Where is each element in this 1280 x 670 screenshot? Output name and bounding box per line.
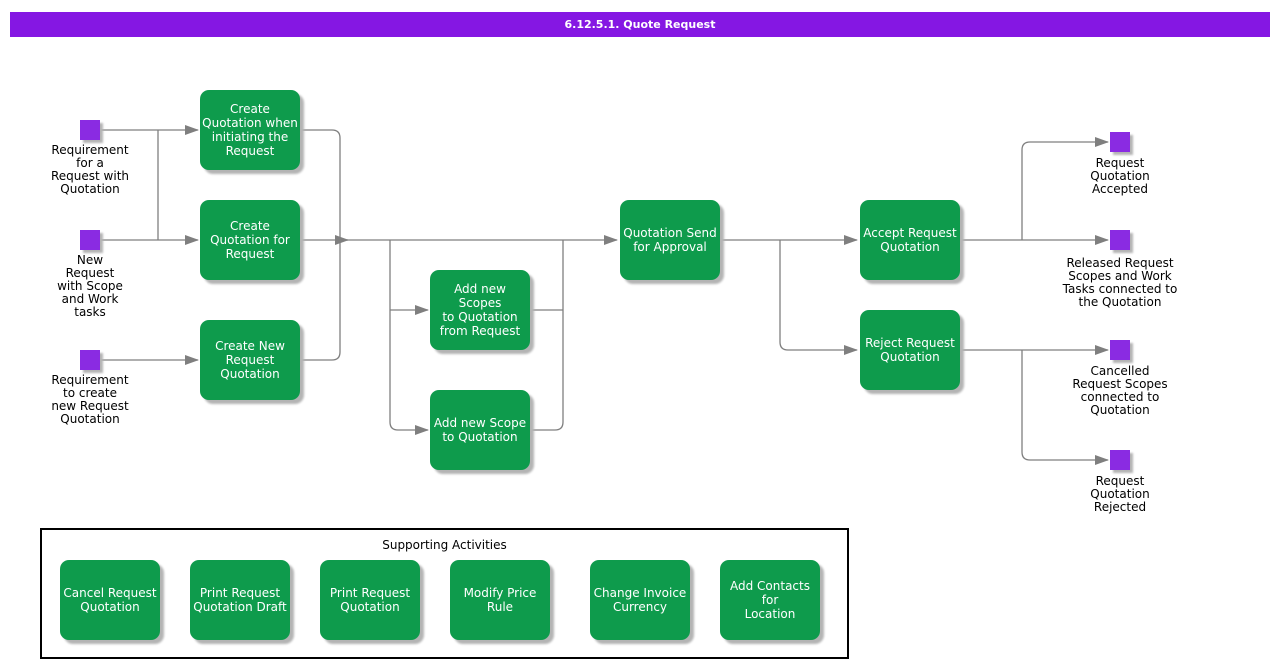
process-label: Create New Request Quotation (215, 339, 285, 381)
diagram-title-bar: 6.12.5.1. Quote Request (10, 12, 1270, 37)
event-label-request-quotation-accepted: Request Quotation Accepted (1090, 156, 1150, 196)
process-label: Quotation Send for Approval (623, 226, 717, 254)
process-label: Cancel Request Quotation (63, 586, 157, 614)
process-create-quotation-for-request[interactable]: Create Quotation for Request (200, 200, 300, 280)
event-released-request-scopes-and-work-tasks[interactable] (1110, 230, 1130, 250)
process-print-request-quotation[interactable]: Print Request Quotation (320, 560, 420, 640)
process-label: Add new Scopes to Quotation from Request (439, 282, 521, 338)
process-quotation-send-for-approval[interactable]: Quotation Send for Approval (620, 200, 720, 280)
event-label-cancelled-request-scopes-connected-to-quotation: Cancelled Request Scopes connected to Qu… (1072, 364, 1168, 417)
supporting-activities-title: Supporting Activities (382, 538, 507, 552)
event-label-requirement-for-a-request-with-quotation: Requirement for a Request with Quotation (50, 143, 130, 196)
process-label: Print Request Quotation Draft (193, 586, 287, 614)
event-label-request-quotation-rejected: Request Quotation Rejected (1090, 474, 1150, 514)
event-label-new-request-with-scope-and-work-tasks: New Request with Scope and Work tasks (57, 253, 123, 319)
process-create-quotation-when-initiating-request[interactable]: Create Quotation when initiating the Req… (200, 90, 300, 170)
process-label: Create Quotation when initiating the Req… (202, 102, 298, 158)
process-label: Print Request Quotation (329, 586, 411, 614)
process-label: Change Invoice Currency (593, 586, 687, 614)
process-add-contacts-for-location[interactable]: Add Contacts for Location (720, 560, 820, 640)
process-add-new-scope-to-quotation[interactable]: Add new Scope to Quotation (430, 390, 530, 470)
event-label-requirement-to-create-new-request-quotation: Requirement to create new Request Quotat… (51, 373, 129, 426)
event-cancelled-request-scopes-connected-to-quotation[interactable] (1110, 340, 1130, 360)
process-create-new-request-quotation[interactable]: Create New Request Quotation (200, 320, 300, 400)
process-label: Add Contacts for Location (730, 579, 810, 621)
event-request-quotation-rejected[interactable] (1110, 450, 1130, 470)
process-add-new-scopes-to-quotation-from-request[interactable]: Add new Scopes to Quotation from Request (430, 270, 530, 350)
process-label: Accept Request Quotation (863, 226, 957, 254)
process-change-invoice-currency[interactable]: Change Invoice Currency (590, 560, 690, 640)
process-accept-request-quotation[interactable]: Accept Request Quotation (860, 200, 960, 280)
process-print-request-quotation-draft[interactable]: Print Request Quotation Draft (190, 560, 290, 640)
process-cancel-request-quotation[interactable]: Cancel Request Quotation (60, 560, 160, 640)
process-modify-price-rule[interactable]: Modify Price Rule (450, 560, 550, 640)
supporting-activities-frame (40, 528, 849, 659)
process-reject-request-quotation[interactable]: Reject Request Quotation (860, 310, 960, 390)
event-requirement-to-create-new-request-quotation[interactable] (80, 350, 100, 370)
event-label-released-request-scopes-and-work-tasks: Released Request Scopes and Work Tasks c… (1062, 256, 1178, 309)
process-label: Reject Request Quotation (865, 336, 955, 364)
diagram-title: 6.12.5.1. Quote Request (564, 18, 716, 31)
event-request-quotation-accepted[interactable] (1110, 132, 1130, 152)
process-label: Modify Price Rule (463, 586, 537, 614)
event-new-request-with-scope-and-work-tasks[interactable] (80, 230, 100, 250)
event-requirement-for-a-request-with-quotation[interactable] (80, 120, 100, 140)
process-label: Create Quotation for Request (210, 219, 290, 261)
process-label: Add new Scope to Quotation (433, 416, 527, 444)
